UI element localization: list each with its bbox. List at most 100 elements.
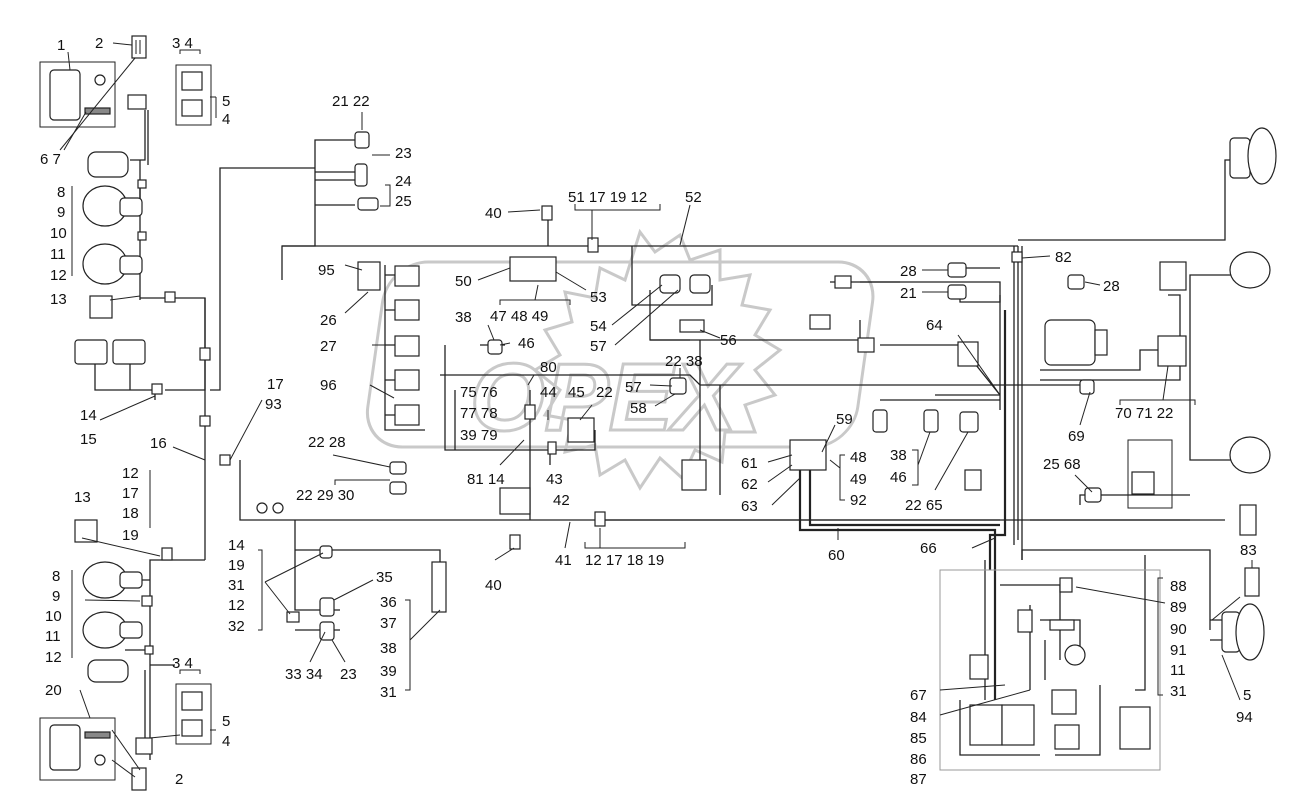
callout-label: 23 bbox=[395, 145, 412, 162]
callout-label: 25 bbox=[395, 193, 412, 210]
callout-label: 96 bbox=[320, 377, 337, 394]
callout-label: 20 bbox=[45, 682, 62, 699]
callout-label: 41 bbox=[555, 552, 572, 569]
callout-label: 4 bbox=[222, 111, 230, 128]
callout-label: 13 bbox=[50, 291, 67, 308]
callout-label: 40 bbox=[485, 577, 502, 594]
callout-label: 5 bbox=[1243, 687, 1251, 704]
callout-label: 46 bbox=[890, 469, 907, 486]
callout-label: 54 bbox=[590, 318, 607, 335]
callout-label: 18 bbox=[122, 505, 139, 522]
callout-label: 47 48 49 bbox=[490, 308, 548, 325]
callout-label: 38 bbox=[890, 447, 907, 464]
callout-label: 51 17 19 12 bbox=[568, 189, 647, 206]
callout-label: 12 bbox=[45, 649, 62, 666]
callout-label: 11 bbox=[1170, 662, 1186, 679]
components bbox=[39, 35, 1277, 791]
callout-label: 75 76 bbox=[460, 384, 498, 401]
callout-label: 14 bbox=[80, 407, 97, 424]
callout-label: 70 71 22 bbox=[1115, 405, 1173, 422]
callout-label: 92 bbox=[850, 492, 867, 509]
callout-label: 15 bbox=[80, 431, 97, 448]
callout-label: 57 bbox=[590, 338, 607, 355]
callout-label: 85 bbox=[910, 730, 927, 747]
callout-label: 50 bbox=[455, 273, 472, 290]
callout-label: 82 bbox=[1055, 249, 1072, 266]
callout-label: 86 bbox=[910, 751, 927, 768]
callout-label: 21 22 bbox=[332, 93, 370, 110]
callout-label: 11 bbox=[50, 246, 66, 263]
callout-label: 64 bbox=[926, 317, 943, 334]
callout-label: 67 bbox=[910, 687, 927, 704]
callout-label: 19 bbox=[122, 527, 139, 544]
callout-label: 22 29 30 bbox=[296, 487, 354, 504]
callout-label: 22 38 bbox=[665, 353, 703, 370]
callout-label: 17 bbox=[122, 485, 139, 502]
battery-2 bbox=[1001, 704, 1035, 746]
callout-label: 37 bbox=[380, 615, 397, 632]
callout-label: 8 bbox=[57, 184, 65, 201]
callout-label: 22 28 bbox=[308, 434, 346, 451]
callout-label: 14 bbox=[228, 537, 245, 554]
callout-label: 38 bbox=[380, 640, 397, 657]
callout-label: 89 bbox=[1170, 599, 1187, 616]
callout-label: 13 bbox=[74, 489, 91, 506]
callout-labels: 1 2 3 4 5 4 6 7 8 9 10 11 12 13 14 15 16… bbox=[40, 35, 1257, 788]
callout-label: 57 bbox=[625, 379, 642, 396]
leader-lines bbox=[59, 42, 1253, 778]
headlamp-left-upper bbox=[87, 151, 129, 178]
callout-label: 38 bbox=[455, 309, 472, 326]
callout-label: 23 bbox=[340, 666, 357, 683]
callout-label: 88 bbox=[1170, 578, 1187, 595]
watermark-frame bbox=[365, 260, 875, 449]
callout-label: 3 4 bbox=[172, 35, 193, 52]
callout-label: 42 bbox=[553, 492, 570, 509]
callout-label: 43 bbox=[546, 471, 563, 488]
callout-label: 21 bbox=[900, 285, 917, 302]
callout-label: 46 bbox=[518, 335, 535, 352]
callout-label: 77 78 bbox=[460, 405, 498, 422]
callout-label: 95 bbox=[318, 262, 335, 279]
callout-label: 60 bbox=[828, 547, 845, 564]
callout-label: 16 bbox=[150, 435, 167, 452]
callout-label: 11 bbox=[45, 628, 61, 645]
callout-label: 84 bbox=[910, 709, 927, 726]
lamp-housing bbox=[49, 69, 81, 121]
callout-label: 1 bbox=[57, 37, 65, 54]
callout-label: 66 bbox=[920, 540, 937, 557]
callout-label: 56 bbox=[720, 332, 737, 349]
callout-label: 10 bbox=[45, 608, 62, 625]
callout-label: 26 bbox=[320, 312, 337, 329]
callout-label: 25 68 bbox=[1043, 456, 1081, 473]
watermark: OPEX bbox=[365, 228, 875, 491]
callout-label: 6 7 bbox=[40, 151, 61, 168]
callout-label: 24 bbox=[395, 173, 412, 190]
callout-label: 35 bbox=[376, 569, 393, 586]
callout-label: 8 bbox=[52, 568, 60, 585]
callout-label: 93 bbox=[265, 396, 282, 413]
callout-label: 2 bbox=[95, 35, 103, 52]
callout-label: 80 bbox=[540, 359, 557, 376]
callout-label: 40 bbox=[485, 205, 502, 222]
callout-label: 53 bbox=[590, 289, 607, 306]
callout-label: 31 bbox=[228, 577, 245, 594]
callout-label: 44 bbox=[540, 384, 557, 401]
callout-label: 91 bbox=[1170, 642, 1187, 659]
callout-label: 22 bbox=[596, 384, 613, 401]
callout-label: 3 4 bbox=[172, 655, 193, 672]
callout-label: 5 bbox=[222, 713, 230, 730]
callout-label: 52 bbox=[685, 189, 702, 206]
callout-label: 59 bbox=[836, 411, 853, 428]
callout-label: 63 bbox=[741, 498, 758, 515]
callout-label: 48 bbox=[850, 449, 867, 466]
watermark-text: OPEX bbox=[470, 344, 742, 451]
callout-label: 83 bbox=[1240, 542, 1257, 559]
callout-label: 12 17 18 19 bbox=[585, 552, 664, 569]
callout-label: 22 65 bbox=[905, 497, 943, 514]
callout-label: 69 bbox=[1068, 428, 1085, 445]
callout-label: 27 bbox=[320, 338, 337, 355]
callout-label: 31 bbox=[1170, 683, 1187, 700]
callout-label: 45 bbox=[568, 384, 585, 401]
callout-label: 58 bbox=[630, 400, 647, 417]
